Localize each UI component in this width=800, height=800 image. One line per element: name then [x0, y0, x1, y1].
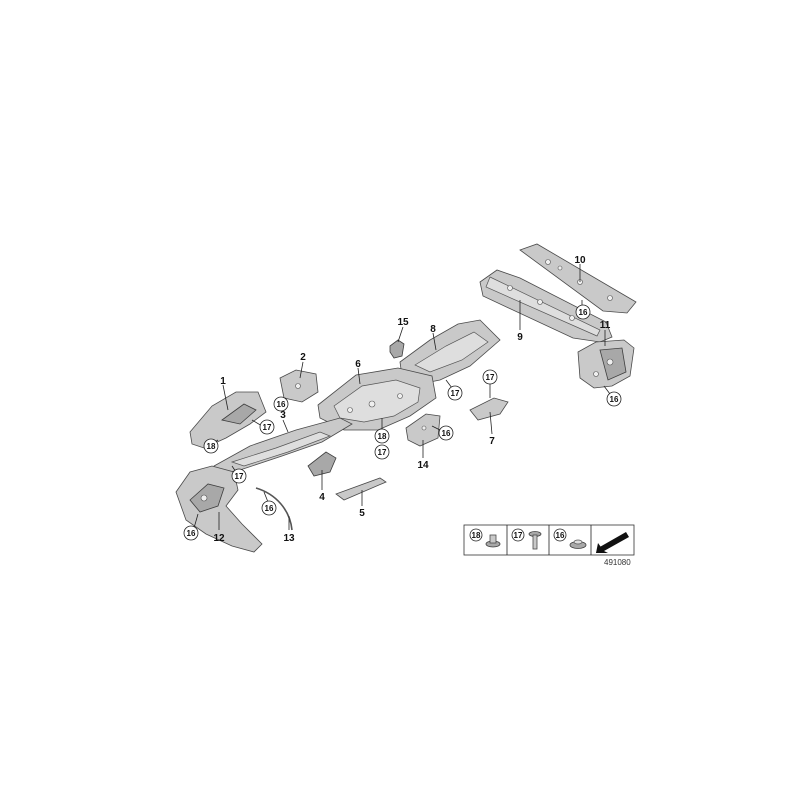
callout-15: 15 — [397, 317, 409, 328]
callout-13: 13 — [283, 533, 295, 544]
fastener-ref-17-a: 17 — [251, 419, 275, 435]
callout-2: 2 — [300, 352, 306, 363]
callout-11: 11 — [600, 320, 611, 331]
fastener-ref-17-c: 17 — [374, 444, 390, 460]
callout-7: 7 — [489, 436, 495, 447]
svg-text:17: 17 — [263, 423, 272, 432]
leader-lines — [218, 264, 606, 530]
callout-12: 12 — [213, 533, 225, 544]
legend-item-17: 17 — [511, 528, 542, 550]
legend-item-16: 16 — [553, 528, 587, 549]
part-2-heat-shield — [279, 369, 319, 403]
fastener-ref-17-e: 17 — [482, 369, 498, 398]
svg-text:17: 17 — [378, 448, 387, 457]
fastener-ref-16-b: 16 — [261, 491, 277, 516]
fastener-ref-16-a: 16 — [273, 396, 289, 412]
part-5-strip — [335, 477, 387, 501]
svg-text:16: 16 — [556, 531, 565, 540]
svg-text:16: 16 — [442, 429, 451, 438]
svg-text:16: 16 — [610, 395, 619, 404]
fastener-ref-17-d: 17 — [445, 379, 463, 401]
part-13-rod — [255, 487, 293, 531]
svg-text:18: 18 — [207, 442, 216, 451]
svg-text:17: 17 — [235, 472, 244, 481]
fastener-ref-16-c: 16 — [183, 513, 199, 541]
svg-text:18: 18 — [472, 531, 481, 540]
callout-8: 8 — [430, 324, 436, 335]
fastener-ref-16-e: 16 — [575, 300, 591, 320]
part-11-heat-shield — [577, 339, 635, 389]
callout-9: 9 — [517, 332, 523, 343]
fastener-ref-18-b: 18 — [374, 418, 390, 444]
nut-18-icon — [485, 534, 501, 548]
fastener-ref-17-b: 17 — [231, 465, 247, 484]
part-7-bracket — [469, 397, 509, 421]
part-15-bracket — [389, 339, 405, 359]
callout-14: 14 — [417, 460, 429, 471]
fastener-legend: 18 17 16 — [463, 524, 635, 556]
part-9-heat-shield — [479, 269, 613, 343]
callout-6: 6 — [355, 359, 361, 370]
svg-text:17: 17 — [451, 389, 460, 398]
part-12-heat-shield — [175, 465, 263, 553]
screw-17-icon — [528, 531, 542, 550]
part-4-bracket — [307, 451, 337, 477]
fastener-ref-16-d: 16 — [431, 425, 454, 441]
svg-text:17: 17 — [486, 373, 495, 382]
svg-text:16: 16 — [265, 504, 274, 513]
callout-10: 10 — [574, 255, 586, 266]
nut-16-icon — [569, 539, 587, 549]
arrow-icon — [596, 532, 629, 553]
legend-item-18: 18 — [469, 528, 501, 548]
part-number-labels: 1 2 3 4 5 6 7 8 9 10 11 12 13 14 15 — [213, 255, 610, 544]
svg-text:17: 17 — [514, 531, 523, 540]
callout-3: 3 — [280, 410, 286, 421]
fastener-ref-18-a: 18 — [203, 438, 219, 454]
part-1-heat-shield — [189, 391, 267, 449]
svg-text:16: 16 — [579, 308, 588, 317]
callout-5: 5 — [359, 508, 365, 519]
part-14-bracket — [405, 413, 441, 447]
svg-text:16: 16 — [187, 529, 196, 538]
callout-4: 4 — [319, 492, 325, 503]
svg-text:18: 18 — [378, 432, 387, 441]
fastener-ref-16-f: 16 — [603, 385, 622, 407]
fastener-callouts: 18 17 16 17 16 16 18 17 17 16 17 16 16 — [183, 300, 622, 541]
callout-1: 1 — [220, 376, 226, 387]
svg-text:16: 16 — [277, 400, 286, 409]
catalog-number: 491080 — [604, 558, 631, 567]
